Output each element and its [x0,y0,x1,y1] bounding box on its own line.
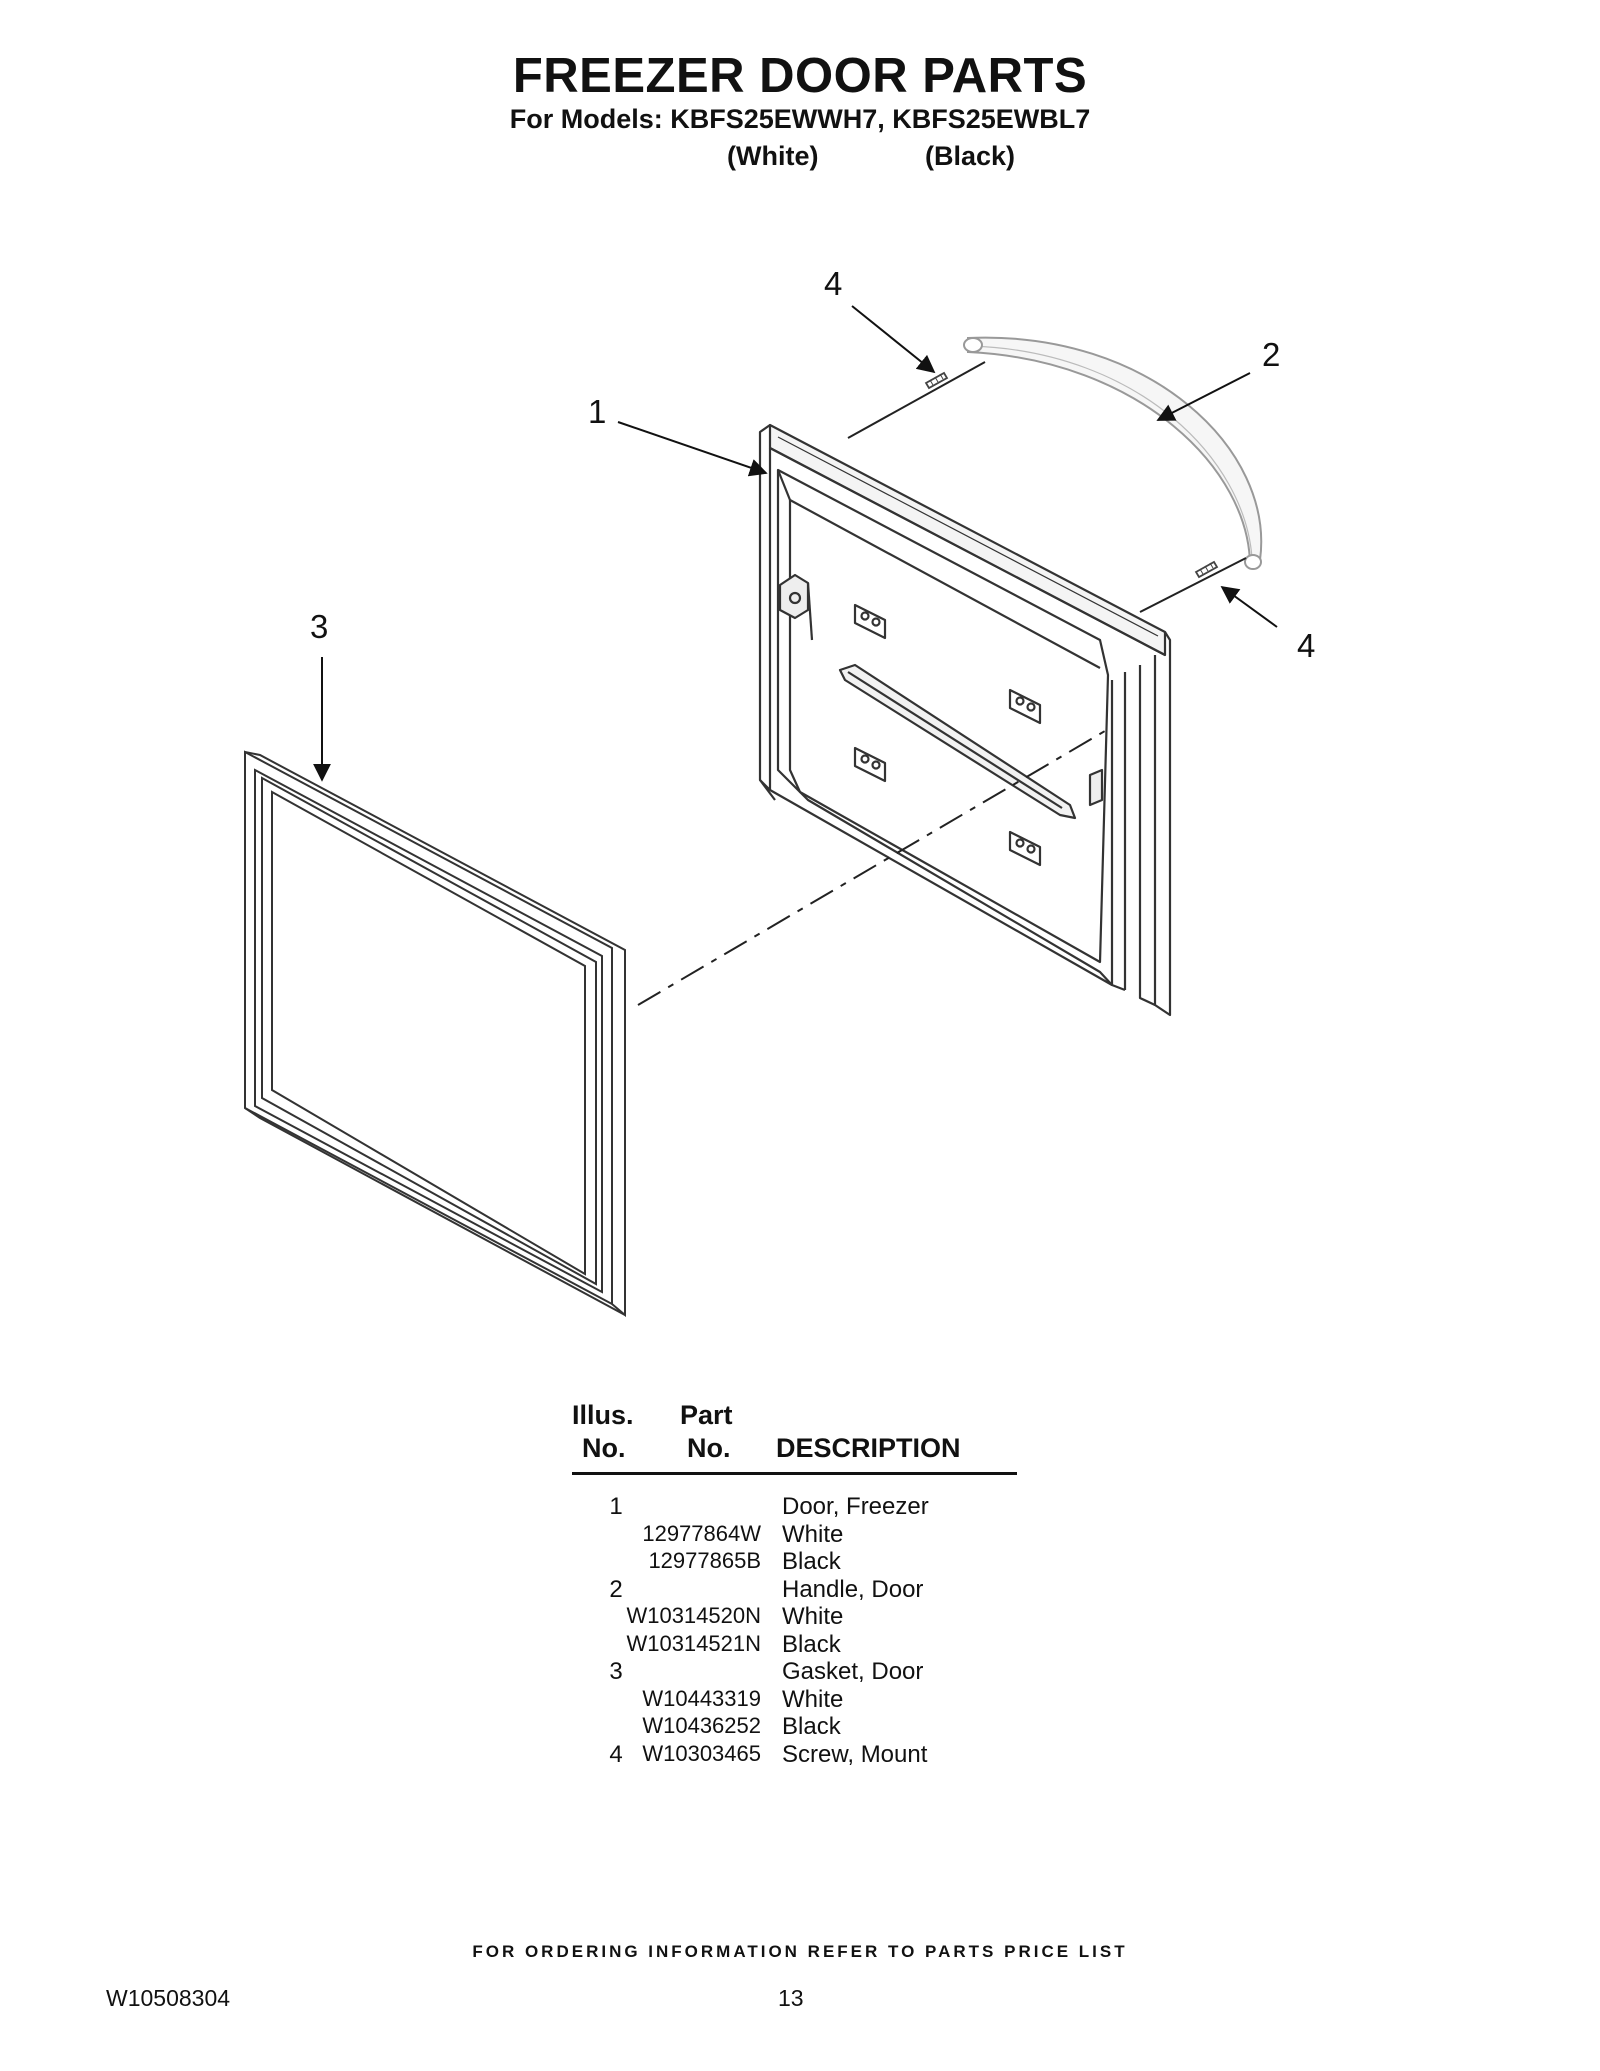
freezer-door-illustration [758,423,1172,1017]
parts-table-header: Illus. No. Part No. DESCRIPTION [572,1400,1017,1475]
part-no: 12977865B [648,1548,761,1573]
callout-2: 2 [1262,336,1281,373]
models-subtitle: For Models: KBFS25EWWH7, KBFS25EWBL7 [509,104,1091,134]
callout-1: 1 [588,393,607,430]
table-row: 12977864W White [572,1521,1017,1549]
table-row: 1 Door, Freezer [572,1493,1017,1521]
handle-alignment-line-bottom [1139,557,1247,613]
door-gasket-illustration [244,750,626,1318]
header-illus: Illus. [572,1400,634,1430]
parts-table: Illus. No. Part No. DESCRIPTION 1 Door, F… [572,1400,1017,1768]
leader-arrow-2 [1156,372,1251,421]
part-description: Black [782,1548,841,1575]
part-no: 12977864W [642,1520,761,1546]
door-handle-illustration [963,336,1263,570]
header-illus-no: No. [582,1433,626,1463]
part-description: White [782,1603,844,1630]
illus-no: 2 [609,1575,623,1603]
table-row: 12977865B Black [572,1548,1017,1576]
part-description: Screw, Mount [782,1740,928,1768]
part-no: W10443319 [642,1685,761,1711]
leader-arrow-1 [617,421,768,477]
parts-table-body: 1 Door, Freezer 12977864W White 12977865B Bla… [572,1493,1017,1768]
header-part: Part [680,1400,733,1430]
table-row: W10436252 Black [572,1713,1017,1741]
ordering-note: FOR ORDERING INFORMATION REFER TO PARTS … [472,1942,1128,1961]
callout-4-top: 4 [824,265,843,302]
handle-alignment-line-top [847,361,986,439]
part-no: W10303465 [642,1740,761,1766]
document-number: W10508304 [106,1985,231,2011]
leader-arrow-4-bottom [1220,585,1278,628]
alignment-dashed-line [637,727,1111,1006]
part-description: Door, Freezer [782,1493,929,1520]
table-row: W10443319 White [572,1686,1017,1714]
color-label-white: (White) [727,141,819,171]
color-label-black: (Black) [925,141,1016,171]
illus-no: 1 [609,1493,623,1520]
table-row: W10314520N White [572,1603,1017,1631]
part-no: W10314521N [626,1630,761,1656]
illus-no: 3 [609,1658,623,1685]
leader-arrow-4-top [851,305,936,374]
part-description: Gasket, Door [782,1658,924,1685]
page-title: FREEZER DOOR PARTS [512,49,1088,103]
page-number: 13 [778,1985,804,2011]
callout-4-bottom: 4 [1297,627,1316,664]
table-row: W10314521N Black [572,1631,1017,1659]
table-row: 2 Handle, Door [572,1576,1017,1604]
part-description: Black [782,1713,841,1740]
illus-no: 4 [609,1740,623,1768]
mount-screws-illustration [924,371,1219,579]
part-no: W10314520N [626,1603,761,1628]
header-description: DESCRIPTION [776,1433,961,1463]
part-description: White [782,1685,844,1713]
exploded-parts-diagram [244,305,1278,1318]
callout-3: 3 [310,608,329,645]
part-description: Handle, Door [782,1575,924,1603]
header-part-no: No. [687,1433,731,1463]
part-description: White [782,1520,844,1548]
part-no: W10436252 [642,1713,761,1738]
table-row: 4 W10303465 Screw, Mount [572,1741,1017,1769]
part-description: Black [782,1630,841,1658]
table-row: 3 Gasket, Door [572,1658,1017,1686]
